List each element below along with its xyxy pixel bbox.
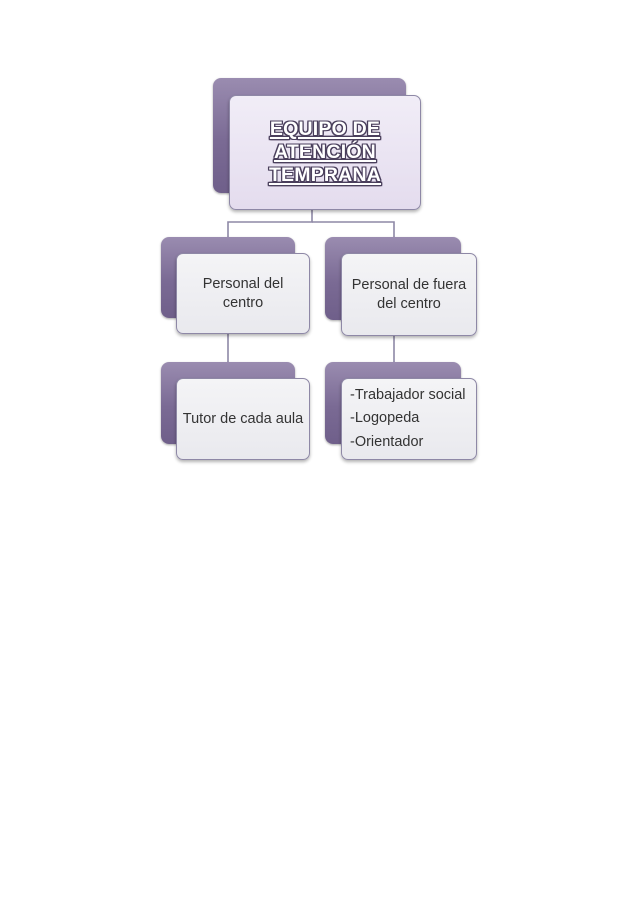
right-child-node: -Trabajador social -Logopeda -Orientador	[341, 378, 477, 460]
right-branch-label-line-2: del centro	[377, 295, 441, 312]
right-branch-label: Personal de fuera del centro	[352, 276, 466, 312]
root-title-line-2: ATENCIÓN	[273, 141, 376, 163]
left-branch-label: Personal del centro	[203, 275, 284, 311]
right-child-item: -Trabajador social	[350, 387, 466, 404]
left-branch-node: Personal del centro	[176, 253, 310, 334]
connector-root-left	[227, 210, 313, 237]
left-branch-label-line-2: centro	[222, 294, 264, 311]
right-branch-node: Personal de fuera del centro	[341, 253, 477, 336]
root-node: EQUIPO DE ATENCIÓN TEMPRANA	[229, 95, 421, 210]
root-title-line-1: EQUIPO DE	[269, 118, 381, 140]
root-title-line-3: TEMPRANA	[268, 164, 382, 186]
left-child-node: Tutor de cada aula	[176, 378, 310, 460]
right-child-item: -Logopeda	[350, 410, 420, 427]
connector-root-right	[312, 221, 395, 237]
left-branch-label-line-1: Personal del	[202, 276, 284, 293]
root-title: EQUIPO DE ATENCIÓN TEMPRANA	[269, 118, 381, 187]
left-child-label: Tutor de cada aula	[182, 410, 304, 427]
right-child-item: -Orientador	[350, 433, 424, 450]
right-branch-label-line-1: Personal de fuera	[351, 277, 467, 294]
